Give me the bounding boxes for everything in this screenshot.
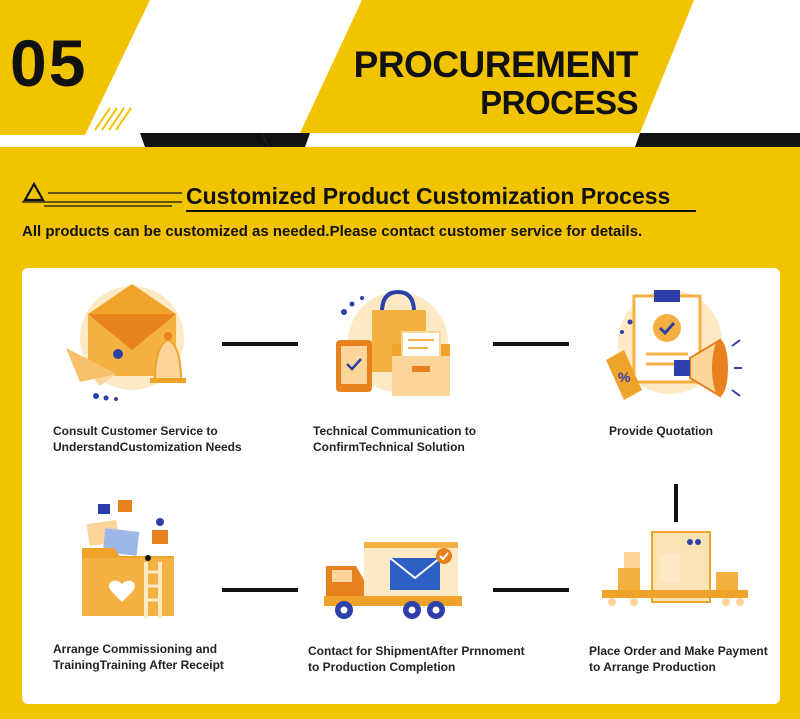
connector-line bbox=[222, 588, 298, 592]
conveyor-machine-icon bbox=[602, 531, 748, 606]
quotation-clipboard-icon: % bbox=[606, 290, 742, 400]
section-subtitle: All products can be customized as needed… bbox=[22, 223, 643, 240]
page-title-line2: PROCESS bbox=[480, 84, 638, 121]
envelope-bell-icon bbox=[66, 284, 186, 401]
connector-line bbox=[493, 588, 569, 592]
page-title-line1: PROCUREMENT bbox=[353, 44, 639, 85]
step-label: Place Order and Make Payment to Arrange … bbox=[589, 644, 768, 674]
shopping-bag-icon bbox=[336, 289, 450, 396]
delivery-truck-icon bbox=[324, 542, 462, 619]
connector-line bbox=[493, 342, 569, 346]
connector-line bbox=[674, 484, 678, 522]
step-label: Consult Customer Service to UnderstandCu… bbox=[53, 424, 242, 454]
step-label: Contact for ShipmentAfter Prnnoment to P… bbox=[308, 644, 525, 674]
heading-underline bbox=[186, 210, 696, 212]
folder-ladder-icon bbox=[82, 500, 174, 618]
header-banner bbox=[0, 0, 800, 150]
step-label: Provide Quotation bbox=[609, 424, 714, 438]
step-label: Technical Communication to ConfirmTechni… bbox=[313, 424, 477, 454]
triangle-lines-icon bbox=[22, 181, 182, 207]
connector-line bbox=[222, 342, 298, 346]
step-label: Arrange Commissioning and TrainingTraini… bbox=[53, 642, 224, 672]
section-heading: Customized Product Customization Process bbox=[186, 183, 671, 209]
svg-text:%: % bbox=[618, 369, 631, 385]
step-number: 05 bbox=[10, 26, 88, 100]
